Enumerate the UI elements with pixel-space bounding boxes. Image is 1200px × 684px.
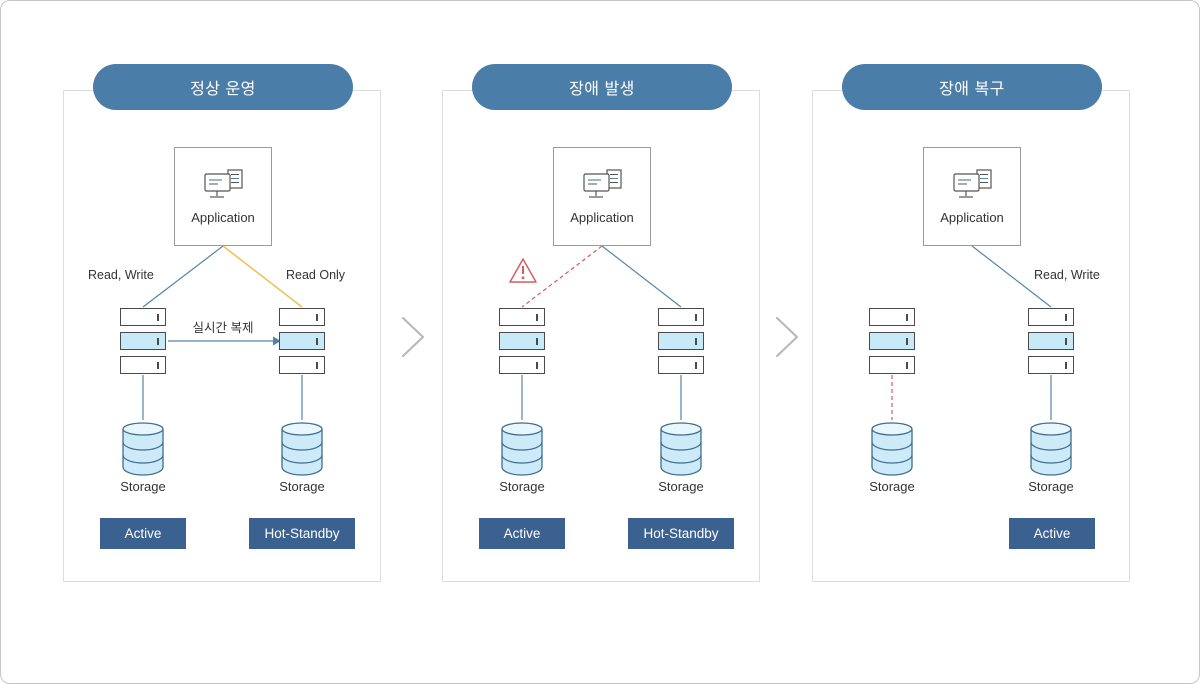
link-app-to-standby (601, 245, 682, 308)
standby-server-stack (279, 308, 325, 374)
server-unit (658, 356, 704, 374)
recovering-storage-icon (871, 422, 913, 476)
primary-role-badge: Active (100, 518, 186, 549)
standby-storage-label: Storage (658, 479, 704, 494)
server-unit (499, 356, 545, 374)
server-unit-active (658, 332, 704, 350)
application-label: Application (940, 209, 1004, 225)
application-label: Application (570, 209, 634, 225)
standby-link-label: Read Only (286, 268, 346, 282)
stage-pill: 장애 복구 (842, 64, 1102, 110)
active-link-label: Read, Write (1034, 268, 1100, 282)
active-server-stack (1028, 308, 1074, 374)
primary-server-stack (499, 308, 545, 374)
recovering-storage-label: Storage (869, 479, 915, 494)
standby-server-stack (658, 308, 704, 374)
panel-failure-recovery: 장애 복구 Application Read, Write (812, 64, 1130, 582)
primary-role-badge: Active (479, 518, 565, 549)
standby-storage-label: Storage (279, 479, 325, 494)
server-unit (869, 356, 915, 374)
link-app-to-primary (142, 245, 224, 308)
standby-role-badge: Hot-Standby (249, 518, 355, 549)
recovering-server-stack (869, 308, 915, 374)
server-unit (279, 308, 325, 326)
application-icon (204, 168, 243, 198)
standby-role-badge: Hot-Standby (628, 518, 734, 549)
standby-storage-icon (281, 422, 323, 476)
application-box: Application (553, 147, 651, 246)
application-icon (953, 168, 992, 198)
primary-storage-label: Storage (499, 479, 545, 494)
active-storage-icon (1030, 422, 1072, 476)
stage-title: 장애 발생 (569, 81, 635, 98)
panel-normal-operation: 정상 운영 Application Read, W (63, 64, 381, 582)
primary-storage-icon (122, 422, 164, 476)
primary-storage-icon (501, 422, 543, 476)
standby-storage-icon (660, 422, 702, 476)
stage-title: 정상 운영 (190, 81, 256, 98)
server-unit (499, 308, 545, 326)
stage-pill: 장애 발생 (472, 64, 732, 110)
chevron-right-icon (775, 316, 799, 358)
server-unit (1028, 356, 1074, 374)
active-storage-label: Storage (1028, 479, 1074, 494)
application-box: Application (923, 147, 1021, 246)
replication-label: 실시간 복제 (192, 321, 254, 335)
stage-title: 장애 복구 (939, 81, 1005, 98)
primary-storage-label: Storage (120, 479, 166, 494)
server-unit (658, 308, 704, 326)
primary-server-stack (120, 308, 166, 374)
server-unit (1028, 308, 1074, 326)
server-unit-active (869, 332, 915, 350)
stage-pill: 정상 운영 (93, 64, 353, 110)
server-unit (120, 356, 166, 374)
application-icon (583, 168, 622, 198)
panel-failure-occurs: 장애 발생 Application (442, 64, 760, 582)
chevron-right-icon (401, 316, 425, 358)
server-unit-active (499, 332, 545, 350)
server-unit-active (1028, 332, 1074, 350)
application-label: Application (191, 209, 255, 225)
server-unit-active (279, 332, 325, 350)
server-unit (869, 308, 915, 326)
warning-icon (509, 258, 537, 283)
active-role-badge: Active (1009, 518, 1095, 549)
server-unit (279, 356, 325, 374)
primary-link-label: Read, Write (88, 268, 154, 282)
application-box: Application (174, 147, 272, 246)
server-unit (120, 308, 166, 326)
server-unit-active (120, 332, 166, 350)
